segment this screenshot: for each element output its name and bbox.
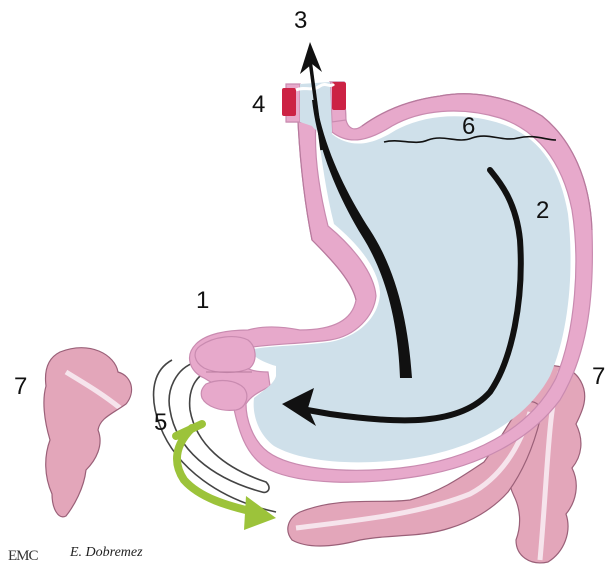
label-6: 6 [462, 113, 475, 140]
left-colon [44, 348, 132, 517]
illustrator-credit: E. Dobremez [69, 545, 143, 560]
lower-esophageal-sphincter-right [332, 82, 346, 110]
publisher-logo: EMC [8, 548, 39, 564]
label-1: 1 [196, 287, 209, 314]
label-2: 2 [536, 197, 549, 224]
label-3: 3 [294, 7, 307, 34]
label-7-left: 7 [14, 373, 27, 400]
lower-esophageal-sphincter-left [282, 88, 296, 116]
label-5: 5 [154, 409, 167, 436]
label-7-right: 7 [592, 363, 605, 390]
label-4: 4 [252, 91, 265, 118]
